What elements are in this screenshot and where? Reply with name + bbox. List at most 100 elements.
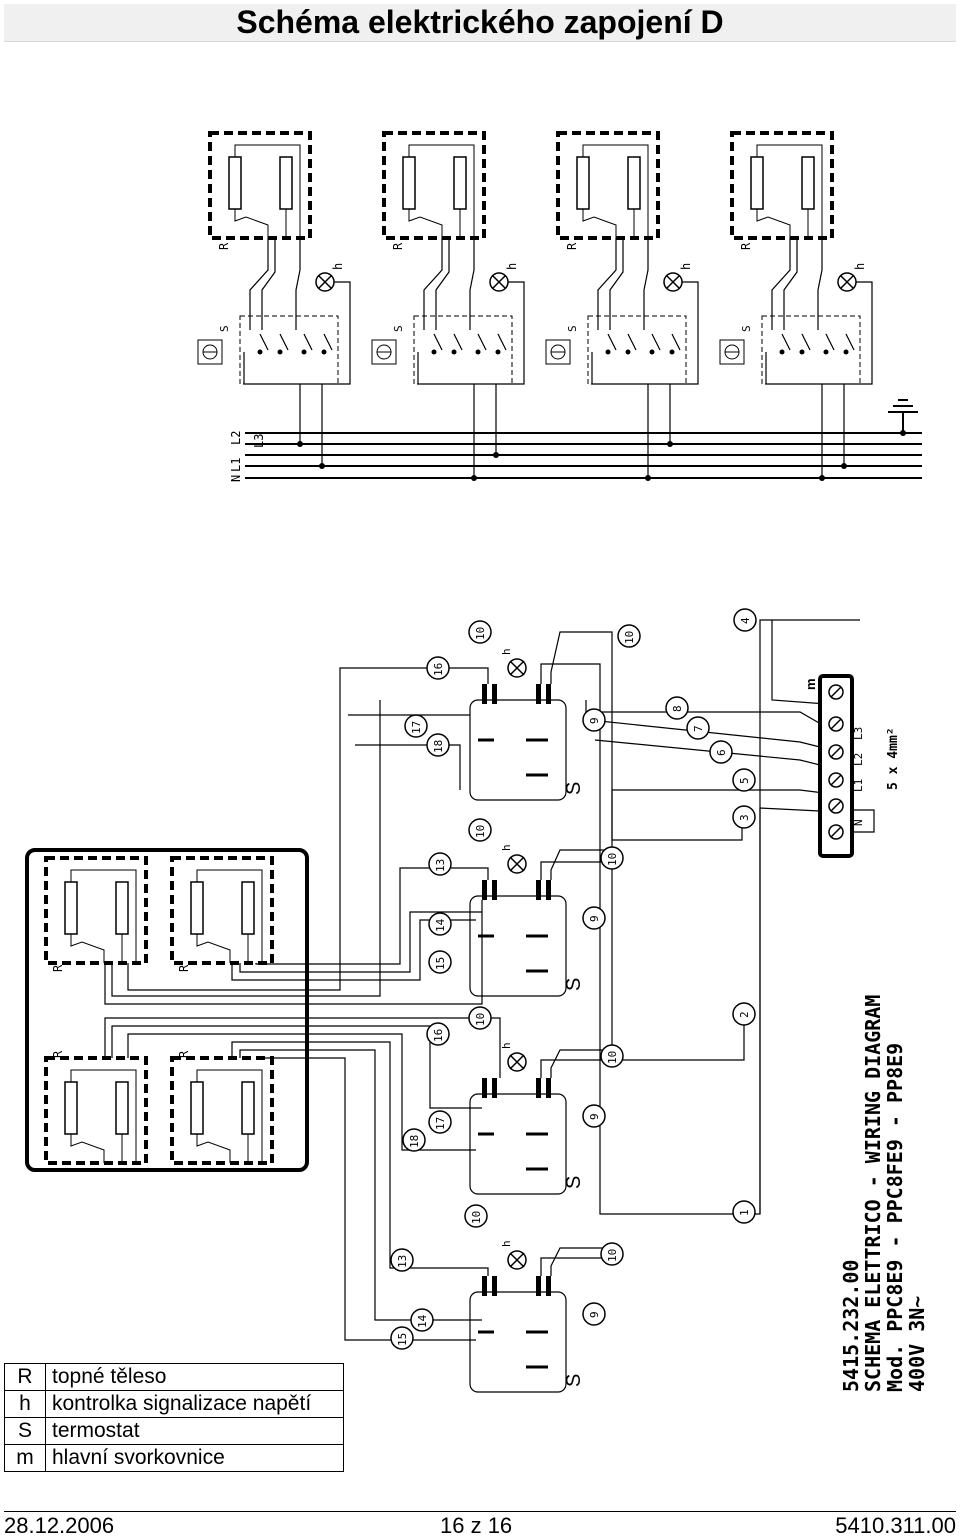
terminal-block-label: m: [803, 678, 818, 690]
svg-text:3: 3: [738, 814, 751, 821]
svg-text:L2: L2: [852, 753, 865, 766]
heater-label: R: [177, 964, 191, 972]
thermostat-label: S: [563, 1374, 585, 1387]
svg-text:14: 14: [416, 1314, 429, 1328]
wire-number-10: 10: [468, 818, 492, 842]
footer-date: 28.12.2006: [4, 1513, 115, 1538]
legend-table: R topné těleso h kontrolka signalizace n…: [4, 1363, 344, 1472]
heater-label: R: [51, 964, 65, 972]
diagram-title: SCHEMA ELETTRICO - WIRING DIAGRAM: [861, 995, 885, 1392]
wire-number-18: 18: [426, 733, 450, 757]
wire-number-16: 16: [426, 1022, 450, 1046]
svg-text:18: 18: [432, 740, 445, 753]
svg-text:10: 10: [606, 853, 619, 866]
svg-text:18: 18: [408, 1135, 421, 1148]
cable-label: 5 x 4mm²: [886, 727, 901, 790]
wire-number-15: 15: [390, 1326, 414, 1350]
wire-number-10: 10: [464, 1204, 488, 1228]
svg-text:16: 16: [432, 663, 445, 676]
wire-number-17: 17: [428, 1110, 452, 1134]
top-diagram: R R R R h h h h: [197, 131, 922, 482]
wire-number-8: 8: [665, 696, 689, 720]
heater-label: R: [177, 1050, 191, 1058]
svg-text:10: 10: [606, 1249, 619, 1262]
svg-text:17: 17: [410, 721, 423, 734]
wire-number-9: 9: [582, 906, 606, 930]
heater-label: R: [217, 242, 231, 250]
wire-number-9: 9: [582, 708, 606, 732]
wire-number-10: 10: [600, 1242, 624, 1266]
wire-number-10: 10: [600, 846, 624, 870]
footer-divider: [4, 1511, 956, 1512]
bus-label-l1: L1: [229, 458, 243, 472]
svg-text:15: 15: [434, 957, 447, 970]
heater-label: R: [565, 242, 579, 250]
lamp-label: h: [679, 263, 693, 270]
diagram-models: Mod. PPC8E9 - PPC8FE9 - PP8E9: [883, 1043, 907, 1392]
lamp-label: h: [505, 263, 519, 270]
legend-description: hlavní svorkovnice: [45, 1444, 344, 1472]
thermostat-label: S: [563, 1176, 585, 1189]
wire-number-markers: 10 10 4 16 8 17 9 7 18 6 5 3 10 10 13 9 …: [390, 608, 757, 1350]
wire-number-9: 9: [582, 1302, 606, 1326]
wire-number-10: 10: [468, 620, 492, 644]
wire-number-18: 18: [402, 1128, 426, 1152]
thermostat-label: S: [566, 325, 579, 332]
svg-text:15: 15: [396, 1333, 409, 1346]
lamp-icons: [315, 272, 857, 292]
diagram-code: 5415.232.00: [839, 1260, 863, 1392]
footer-page-number: 16 z 16: [440, 1513, 513, 1538]
lamp-label: h: [853, 263, 867, 270]
svg-text:2: 2: [738, 1011, 751, 1018]
bus-label-l3: L3: [252, 434, 266, 448]
title-bar: [4, 4, 956, 42]
lamp-label: h: [500, 1042, 513, 1049]
legend-description: termostat: [45, 1417, 344, 1445]
diagram-voltage: 400V 3N~: [905, 1296, 929, 1392]
svg-text:9: 9: [588, 1113, 601, 1120]
wire-number-14: 14: [410, 1308, 434, 1332]
svg-text:L1: L1: [852, 779, 865, 792]
thermostat-label: S: [563, 782, 585, 795]
bus-label-l2: L2: [229, 431, 243, 445]
bus-label-n: N: [229, 475, 243, 482]
heater-label: R: [739, 242, 753, 250]
svg-text:9: 9: [588, 717, 601, 724]
svg-text:13: 13: [396, 1255, 409, 1268]
wire-number-1: 1: [732, 1200, 756, 1224]
footer-doc-number: 5410.311.00: [835, 1513, 956, 1538]
lamp-label: h: [500, 648, 513, 655]
wire-number-3: 3: [732, 805, 756, 829]
svg-text:7: 7: [692, 725, 705, 732]
legend-description: kontrolka signalizace napětí: [45, 1390, 344, 1418]
svg-text:10: 10: [606, 1051, 619, 1064]
svg-text:10: 10: [474, 825, 487, 838]
legend-symbol: h: [4, 1390, 46, 1418]
svg-text:10: 10: [474, 1013, 487, 1026]
legend-row: m hlavní svorkovnice: [4, 1444, 344, 1472]
thermostat-label: S: [392, 325, 405, 332]
heater-label: R: [391, 242, 405, 250]
svg-text:10: 10: [623, 631, 636, 644]
svg-text:6: 6: [715, 749, 728, 756]
svg-text:14: 14: [434, 918, 447, 932]
thermostat-label: S: [740, 325, 753, 332]
svg-text:16: 16: [432, 1029, 445, 1042]
legend-description: topné těleso: [45, 1363, 344, 1391]
wire-number-13: 13: [390, 1248, 414, 1272]
legend-symbol: S: [4, 1417, 46, 1445]
wire-number-17: 17: [404, 714, 428, 738]
wire-number-10: 10: [617, 624, 641, 648]
wire-number-7: 7: [686, 716, 710, 740]
svg-text:9: 9: [588, 1311, 601, 1318]
wire-number-4: 4: [733, 608, 757, 632]
wire-number-16: 16: [426, 656, 450, 680]
lamp-label: h: [500, 1240, 513, 1247]
svg-text:N: N: [852, 819, 865, 826]
wire-number-6: 6: [709, 740, 733, 764]
svg-text:8: 8: [671, 705, 684, 712]
diagram-info-block: 5415.232.00 SCHEMA ELETTRICO - WIRING DI…: [839, 995, 929, 1392]
lamp-label: h: [500, 844, 513, 851]
svg-text:13: 13: [434, 859, 447, 872]
